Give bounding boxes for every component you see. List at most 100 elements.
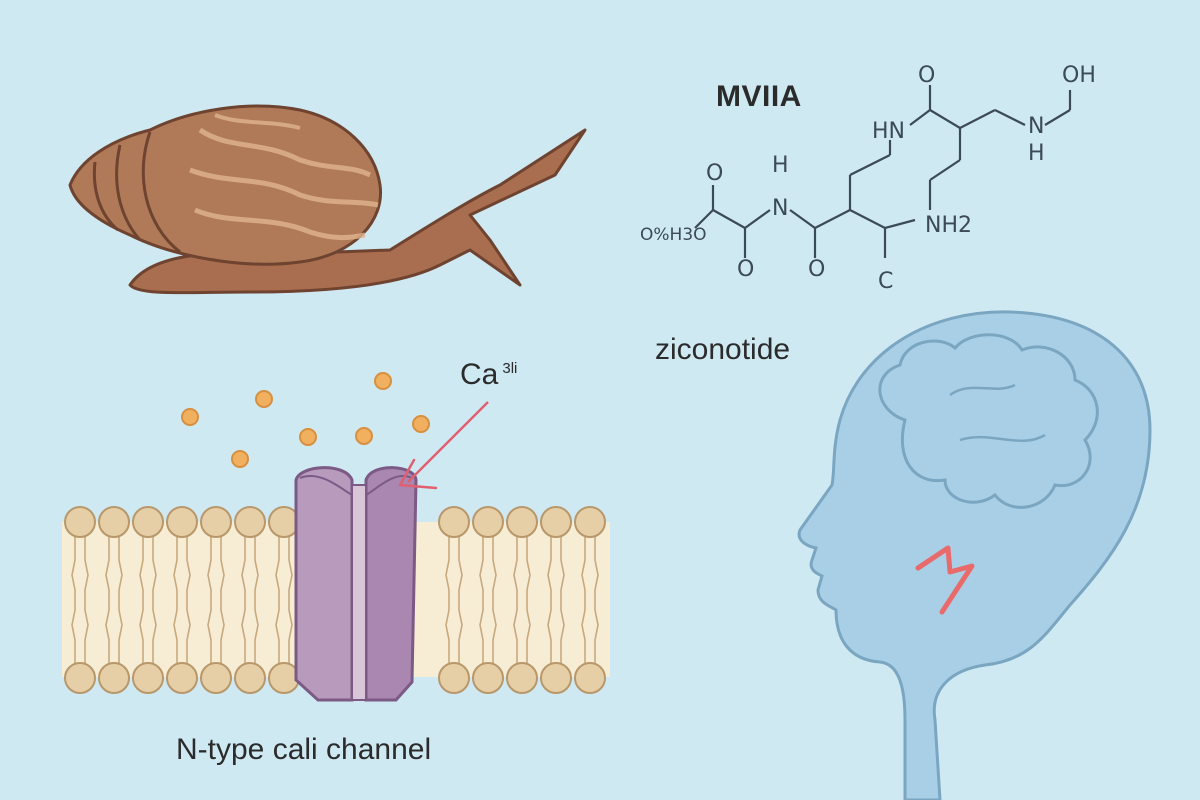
bond [849, 154, 891, 176]
atom-o-top: O [918, 63, 935, 88]
atom-n-right: N [1028, 114, 1044, 139]
channel-pore [351, 484, 367, 701]
lipid-tail [458, 537, 463, 663]
lipid-tail [152, 537, 157, 663]
lipid-head [438, 506, 470, 538]
snail-illustration [68, 104, 587, 295]
drug-name-label: ziconotide [655, 333, 791, 366]
structure-atom-labels: O OH HN N H H N O O%H3O O O NH2 C [640, 63, 1096, 294]
ion-charge-superscript: 3li [502, 360, 518, 377]
arrow-icon [398, 401, 489, 490]
lipid-tail [513, 537, 518, 663]
lipid-head [234, 506, 266, 538]
atom-hn: HN [872, 119, 905, 144]
lipid-head [132, 662, 164, 694]
atom-nh2: NH2 [925, 213, 972, 238]
shell-stripe [198, 127, 372, 178]
channel-left-subunit [294, 466, 354, 702]
bond [884, 218, 916, 230]
lipid-tail [445, 537, 450, 663]
atom-oh: OH [1062, 63, 1096, 88]
lipid-tail [118, 537, 123, 663]
peptide-name-label: MVIIA [716, 80, 802, 113]
lipid-tail [581, 537, 586, 663]
lipid-head [540, 662, 572, 694]
lipid-head [64, 506, 96, 538]
lipid-head [64, 662, 96, 694]
bond [712, 209, 746, 229]
lipid-tail [560, 537, 565, 663]
lipid-head [506, 662, 538, 694]
atom-h-left-n: H [772, 153, 789, 178]
ziconotide-structure [694, 85, 1072, 258]
atom-o-bottom-mid: O [808, 257, 825, 282]
bond [959, 109, 996, 129]
lipid-head [200, 662, 232, 694]
lipid-head [200, 506, 232, 538]
brain-icon [878, 333, 1099, 509]
atom-o-upper-left: O [706, 161, 723, 186]
lipid-head [438, 662, 470, 694]
atom-n-left: N [772, 196, 788, 221]
ion-symbol: Ca [460, 358, 499, 391]
lipid-tail [275, 537, 280, 663]
bond [694, 209, 714, 229]
bond [1044, 109, 1071, 126]
brain-fold [949, 383, 1016, 397]
atom-h-right: H [1028, 141, 1045, 166]
lipid-head [574, 662, 606, 694]
calcium-ion [181, 408, 199, 426]
channel-top-fold [365, 475, 413, 496]
calcium-channel [294, 466, 418, 702]
lipid-head [472, 506, 504, 538]
channel-caption: N-type cali channel [176, 733, 432, 766]
shell-stripe [214, 113, 301, 130]
brain-fold [959, 433, 1046, 443]
bond [814, 209, 851, 229]
lipid-head [472, 662, 504, 694]
bond [744, 209, 771, 229]
calcium-ion [355, 427, 373, 445]
lipid-tail [492, 537, 497, 663]
human-head-icon [797, 310, 1152, 800]
lipid-tail [173, 537, 178, 663]
bond [929, 159, 961, 181]
lipid-tail [105, 537, 110, 663]
lipid-head [166, 506, 198, 538]
bond [909, 109, 931, 126]
channel-top-fold [299, 475, 353, 496]
bond [994, 109, 1026, 126]
bond [929, 109, 961, 129]
atom-methoxy: O%H3O [640, 225, 707, 245]
shell-whorl [115, 144, 142, 241]
lipid-tail [479, 537, 484, 663]
calcium-ion [255, 390, 273, 408]
bond [789, 209, 816, 229]
lipid-head [234, 662, 266, 694]
lipid-tail [186, 537, 191, 663]
lightning-bolt-icon [915, 545, 975, 615]
lipid-tail [71, 537, 76, 663]
lipid-head [506, 506, 538, 538]
lipid-head [166, 662, 198, 694]
channel-right-subunit [364, 466, 418, 702]
calcium-ion-dots [181, 372, 430, 468]
lipid-head [98, 506, 130, 538]
lipid-tail [207, 537, 212, 663]
lipid-tail [288, 537, 293, 663]
shell-stripe [189, 167, 379, 208]
lipid-heads-bottom [64, 662, 606, 694]
lipid-tail [254, 537, 259, 663]
lipid-tail [220, 537, 225, 663]
lipid-head [98, 662, 130, 694]
lipid-tails [71, 537, 599, 663]
lipid-head [540, 506, 572, 538]
shell-whorl [141, 131, 181, 254]
bond [849, 209, 886, 229]
lipid-tail [241, 537, 246, 663]
atom-o-bottom-left: O [737, 257, 754, 282]
lipid-tail [526, 537, 531, 663]
